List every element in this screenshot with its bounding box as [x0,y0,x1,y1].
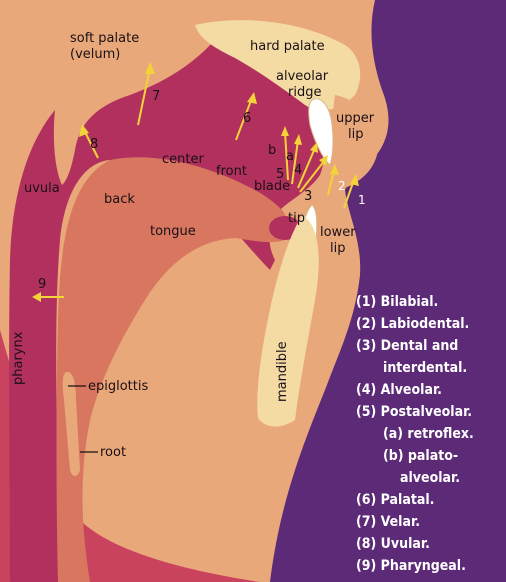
num-9: 9 [38,277,46,292]
legend-velar: (7) Velar. [356,514,420,530]
label-root: root [100,445,126,460]
legend-pharyngeal: (9) Pharyngeal. [356,558,466,574]
legend-dental: (3) Dental and [356,338,458,354]
num-5: 5 [276,167,284,182]
num-3: 3 [304,189,312,204]
label-epiglottis: epiglottis [88,379,148,394]
label-uvula: uvula [24,181,60,196]
label-blade: blade [254,179,290,194]
legend-bilabial: (1) Bilabial. [356,294,438,310]
num-4: 4 [294,163,302,178]
legend-labiodental: (2) Labiodental. [356,316,469,332]
label-lower-lip-2: lip [330,241,345,256]
label-lower-lip: lower [320,225,356,240]
num-2: 2 [338,179,346,193]
label-pharynx: pharynx [11,331,26,385]
label-tip: tip [288,211,305,226]
label-velum: (velum) [70,47,120,62]
label-hard-palate: hard palate [250,39,325,54]
num-7: 7 [152,89,160,104]
num-1: 1 [358,193,366,207]
num-8: 8 [90,137,98,152]
num-6: 6 [243,111,251,126]
label-sub-b: b [268,143,276,158]
legend-interdental: interdental. [383,360,467,376]
label-ridge: ridge [288,85,321,100]
legend-uvular: (8) Uvular. [356,536,430,552]
legend-alveolar: (4) Alveolar. [356,382,442,398]
legend-palato: (b) palato- [383,448,458,464]
label-center: center [162,152,204,167]
legend-palatal: (6) Palatal. [356,492,434,508]
label-mandible: mandible [275,341,290,402]
label-upper-lip: upper [336,111,375,126]
label-alveolar: alveolar [276,69,329,84]
label-upper-lip-2: lip [348,127,363,142]
label-front: front [216,164,247,179]
legend-palato-alveolar: alveolar. [400,470,460,486]
label-back: back [104,192,135,207]
legend-retroflex: (a) retroflex. [383,426,474,442]
label-tongue: tongue [150,224,196,239]
label-soft-palate: soft palate [70,31,139,46]
legend-postalveolar: (5) Postalveolar. [356,404,472,420]
label-sub-a: a [286,149,294,164]
